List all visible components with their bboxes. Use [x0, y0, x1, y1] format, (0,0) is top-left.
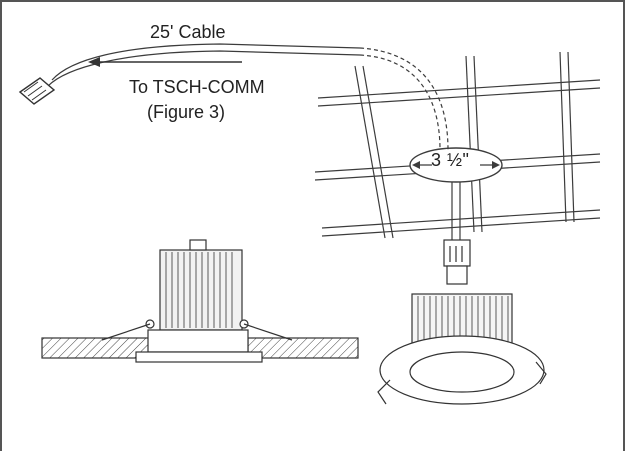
cutout-dimension-label: 3 ½": [431, 150, 470, 170]
junction-connector: [443, 239, 471, 285]
ceiling-cross-section: [41, 239, 359, 363]
cable-length-label: 25' Cable: [150, 22, 226, 42]
ceiling-grid: [314, 51, 601, 239]
recessed-downlight-icon: [377, 293, 547, 405]
destination-label: To TSCH-COMM: [129, 77, 265, 97]
left-arrow-icon: [88, 57, 242, 67]
figure-reference-label: (Figure 3): [147, 102, 226, 122]
cable: [47, 43, 461, 240]
ceiling-cutout: [409, 147, 503, 183]
rj-connector-icon: [18, 77, 56, 105]
